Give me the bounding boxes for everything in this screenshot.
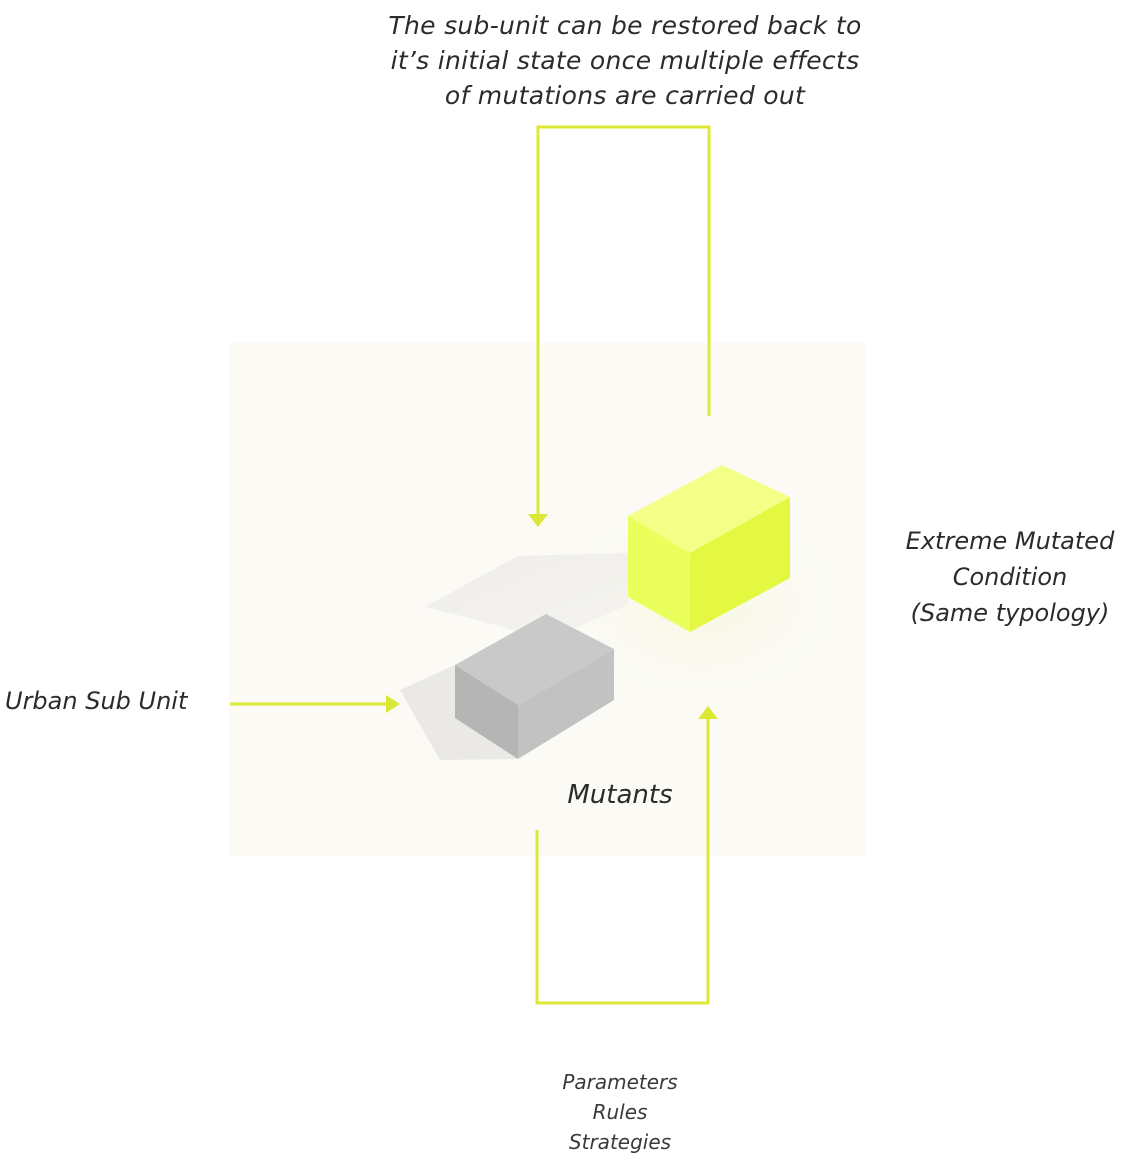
grey-block-left [455,665,518,759]
mutants-label: Mutants [567,780,673,810]
factor-strategies: Strategies [568,1130,672,1154]
grey-block-right [518,649,614,759]
restore-arrowhead [528,514,548,527]
yellow-block-shadow [425,553,628,640]
restore-annotation-line-3: of mutations are carried out [444,81,806,110]
yellow-block-top [628,465,790,553]
yellow-block-left [628,516,690,632]
sub-unit-arrowhead [386,695,400,713]
urban-sub-unit-block [455,614,614,759]
mutated-label-line-3: (Same typology) [910,599,1110,627]
factor-rules: Rules [592,1100,648,1124]
restore-arrow [536,125,711,515]
mutated-label-line-2: Condition [952,563,1068,591]
yellow-block-right [690,497,790,632]
restore-annotation: The sub-unit can be restored back to it’… [360,8,890,113]
mutated-condition-label: Extreme Mutated Condition (Same typology… [890,523,1130,631]
mutants-u-bracket [535,719,710,1005]
mutant-factors-list: Parameters Rules Strategies [500,1067,740,1157]
mutated-condition-block [628,465,790,632]
urban-sub-unit-label: Urban Sub Unit [5,687,188,715]
factor-parameters: Parameters [562,1070,678,1094]
mutants-arrowhead [698,706,718,719]
mutated-label-line-1: Extreme Mutated [905,527,1115,555]
restore-annotation-line-2: it’s initial state once multiple effects [390,46,860,75]
grey-block-top [455,614,614,705]
restore-annotation-line-1: The sub-unit can be restored back to [388,11,862,40]
